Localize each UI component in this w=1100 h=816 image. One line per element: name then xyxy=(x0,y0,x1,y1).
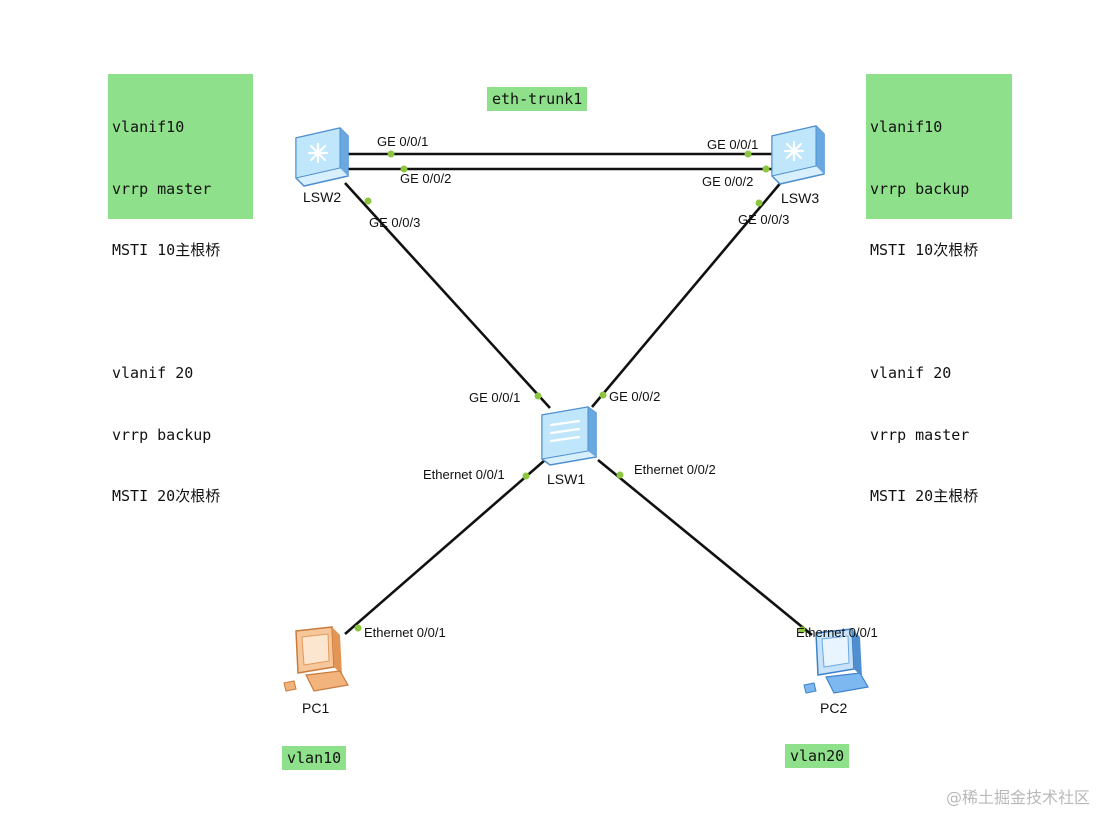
pc1-port-eth1: Ethernet 0/0/1 xyxy=(364,625,446,640)
port-dot xyxy=(744,150,752,158)
lsw3-note-line-1: vlanif10 xyxy=(870,118,943,136)
lsw3-name: LSW3 xyxy=(781,190,819,206)
lsw1-port-eth2: Ethernet 0/0/2 xyxy=(634,462,716,477)
pc2-name: PC2 xyxy=(820,700,847,716)
watermark: @稀土掘金技术社区 xyxy=(945,788,1090,807)
lsw2-note-line-1: vlanif10 xyxy=(112,118,185,136)
port-dot xyxy=(616,471,624,479)
lsw2-note-line-5: vrrp backup xyxy=(112,425,212,444)
lsw3-note-line-3: MSTI 10次根桥 xyxy=(870,241,979,259)
switch-icon[interactable] xyxy=(541,406,597,466)
lsw2-note-line-4: vlanif 20 xyxy=(112,364,194,382)
pc1-name: PC1 xyxy=(302,700,329,716)
links xyxy=(340,152,813,637)
lsw3-port-ge2: GE 0/0/2 xyxy=(702,174,753,189)
lsw2-port-ge1: GE 0/0/1 xyxy=(377,134,428,149)
link-lsw3-lsw1 xyxy=(591,179,784,408)
port-dot xyxy=(599,391,607,399)
lsw2-port-ge2: GE 0/0/2 xyxy=(400,171,451,186)
switch-icon[interactable] xyxy=(771,125,825,185)
lsw2-name: LSW2 xyxy=(303,189,341,205)
lsw2-note-line-3: MSTI 10主根桥 xyxy=(112,241,221,259)
port-dot xyxy=(762,165,770,173)
lsw3-note-line-6: MSTI 20主根桥 xyxy=(870,487,979,505)
lsw3-note-line-2: vrrp backup xyxy=(870,179,970,198)
port-dot xyxy=(798,626,806,634)
pc-icon[interactable] xyxy=(803,628,869,694)
port-dots xyxy=(354,150,806,634)
port-dot xyxy=(534,392,542,400)
switch-icon[interactable] xyxy=(295,127,349,187)
lsw2-note-line-2: vrrp master xyxy=(112,179,212,198)
pc-icon[interactable] xyxy=(283,626,349,692)
vlan10-label: vlan10 xyxy=(282,746,347,770)
eth-trunk-label: eth-trunk1 xyxy=(487,87,588,111)
port-dot xyxy=(400,165,408,173)
lsw3-config-note: vlanif10 vrrp backup MSTI 10次根桥 vlanif 2… xyxy=(866,74,1012,505)
lsw1-port-ge1: GE 0/0/1 xyxy=(469,390,520,405)
lsw1-port-ge2: GE 0/0/2 xyxy=(609,389,660,404)
link-lsw2-lsw1 xyxy=(344,182,551,409)
port-dot xyxy=(364,197,372,205)
lsw3-note-line-4: vlanif 20 xyxy=(870,364,952,382)
port-dot xyxy=(387,150,395,158)
link-lsw1-pc2 xyxy=(597,458,813,637)
lsw3-port-ge1: GE 0/0/1 xyxy=(707,137,758,152)
vlan20-label: vlan20 xyxy=(785,744,850,768)
port-dot xyxy=(522,472,530,480)
port-dot xyxy=(755,199,763,207)
lsw2-config-note: vlanif10 vrrp master MSTI 10主根桥 vlanif 2… xyxy=(108,74,253,505)
port-dot xyxy=(354,624,362,632)
link-lsw1-pc1 xyxy=(344,459,546,635)
pc2-port-eth1: Ethernet 0/0/1 xyxy=(796,625,878,640)
lsw1-port-eth1: Ethernet 0/0/1 xyxy=(423,467,505,482)
lsw3-note-line-5: vrrp master xyxy=(870,425,970,444)
lsw2-note-line-6: MSTI 20次根桥 xyxy=(112,487,221,505)
lsw2-port-ge3: GE 0/0/3 xyxy=(369,215,420,230)
lsw1-name: LSW1 xyxy=(547,471,585,487)
lsw3-port-ge3: GE 0/0/3 xyxy=(738,212,789,227)
